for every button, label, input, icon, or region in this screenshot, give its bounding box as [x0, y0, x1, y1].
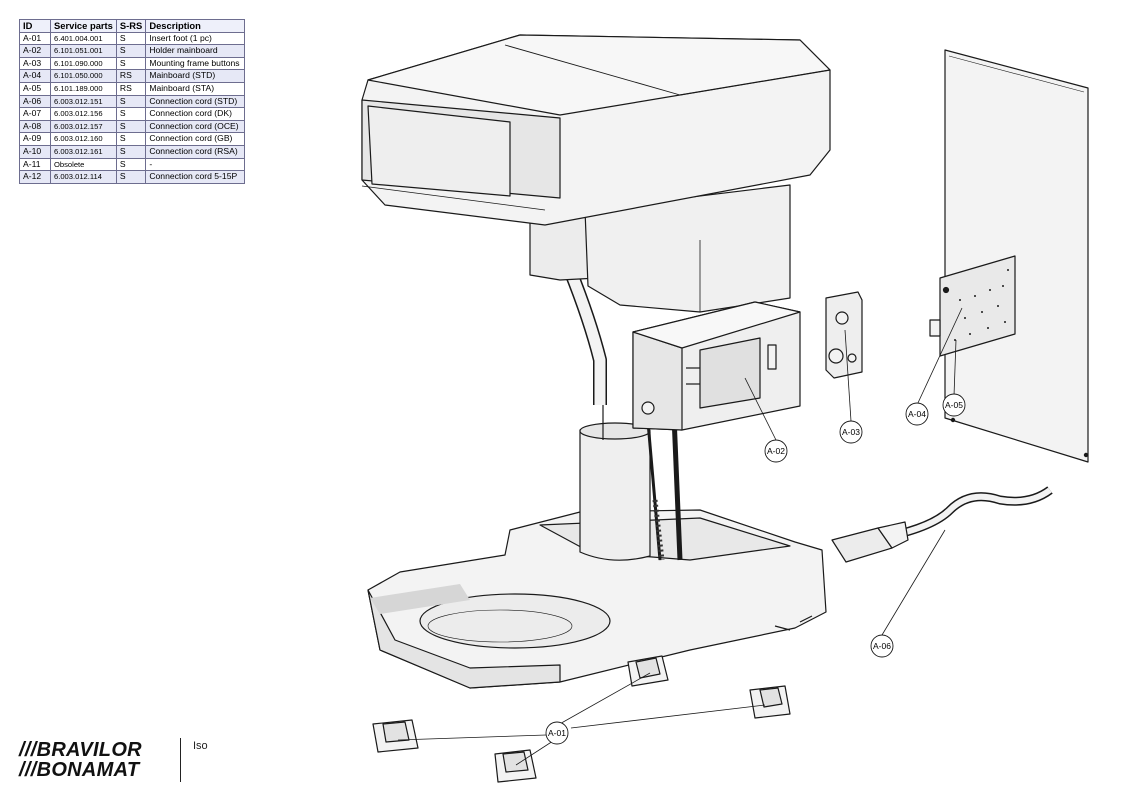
model-name: Iso: [193, 740, 208, 752]
machine-lid: [361, 34, 831, 226]
connection-cord: [831, 486, 1053, 563]
header-service-parts: Service parts: [50, 19, 117, 33]
svg-text:A-04: A-04: [908, 409, 926, 419]
foot-insert-4: [494, 749, 537, 783]
holder-mainboard-bracket: [632, 301, 801, 431]
foot-insert-3: [372, 719, 419, 753]
foot-insert-1: [627, 655, 669, 687]
mainboard: [929, 255, 1089, 458]
mounting-frame-buttons: [825, 291, 863, 379]
cell-description: Holder mainboard: [145, 44, 246, 58]
cell-service-part: 6.003.012.151: [50, 94, 117, 109]
cell-id: A-02: [19, 44, 51, 58]
callout-a02: A-02: [764, 439, 788, 463]
logo-line-bonamat: ///BONAMAT: [19, 759, 140, 781]
svg-text:A-03: A-03: [842, 427, 860, 437]
cell-srs: S: [115, 170, 147, 184]
heating-tube: [579, 329, 683, 561]
cell-description: Connection cord 5-15P: [145, 170, 246, 184]
callout-a04: A-04: [905, 402, 929, 426]
cell-id: A-06: [19, 94, 51, 109]
cell-service-part: 6.101.050.000: [50, 69, 117, 83]
cell-service-part: 6.003.012.114: [50, 170, 117, 184]
leader-lines: [397, 307, 963, 766]
svg-text:A-06: A-06: [873, 641, 891, 651]
callout-a01: A-01: [545, 721, 569, 745]
cell-id: A-12: [19, 170, 51, 184]
foot-insert-2: [749, 685, 791, 719]
callout-a03: A-03: [839, 420, 863, 444]
cell-srs: S: [115, 144, 147, 159]
header-id: ID: [19, 19, 51, 33]
cell-description: Connection cord (OCE): [145, 119, 246, 134]
cell-srs: S: [115, 56, 147, 71]
logo-line-bravilor: ///BRAVILOR: [19, 739, 142, 761]
callout-a06: A-06: [870, 634, 894, 658]
cell-description: Connection cord (STD): [145, 94, 246, 109]
svg-text:A-05: A-05: [945, 400, 963, 410]
bravilor-bonamat-logo: ///BRAVILOR ///BONAMAT: [19, 740, 179, 784]
rear-panel: [944, 49, 1089, 463]
cell-id: A-08: [19, 119, 51, 134]
svg-text:A-02: A-02: [767, 446, 785, 456]
callout-a05: A-05: [942, 393, 966, 417]
svg-text:A-01: A-01: [548, 728, 566, 738]
base-tray: [367, 509, 827, 689]
logo-divider: [180, 738, 181, 782]
hose: [563, 267, 607, 405]
